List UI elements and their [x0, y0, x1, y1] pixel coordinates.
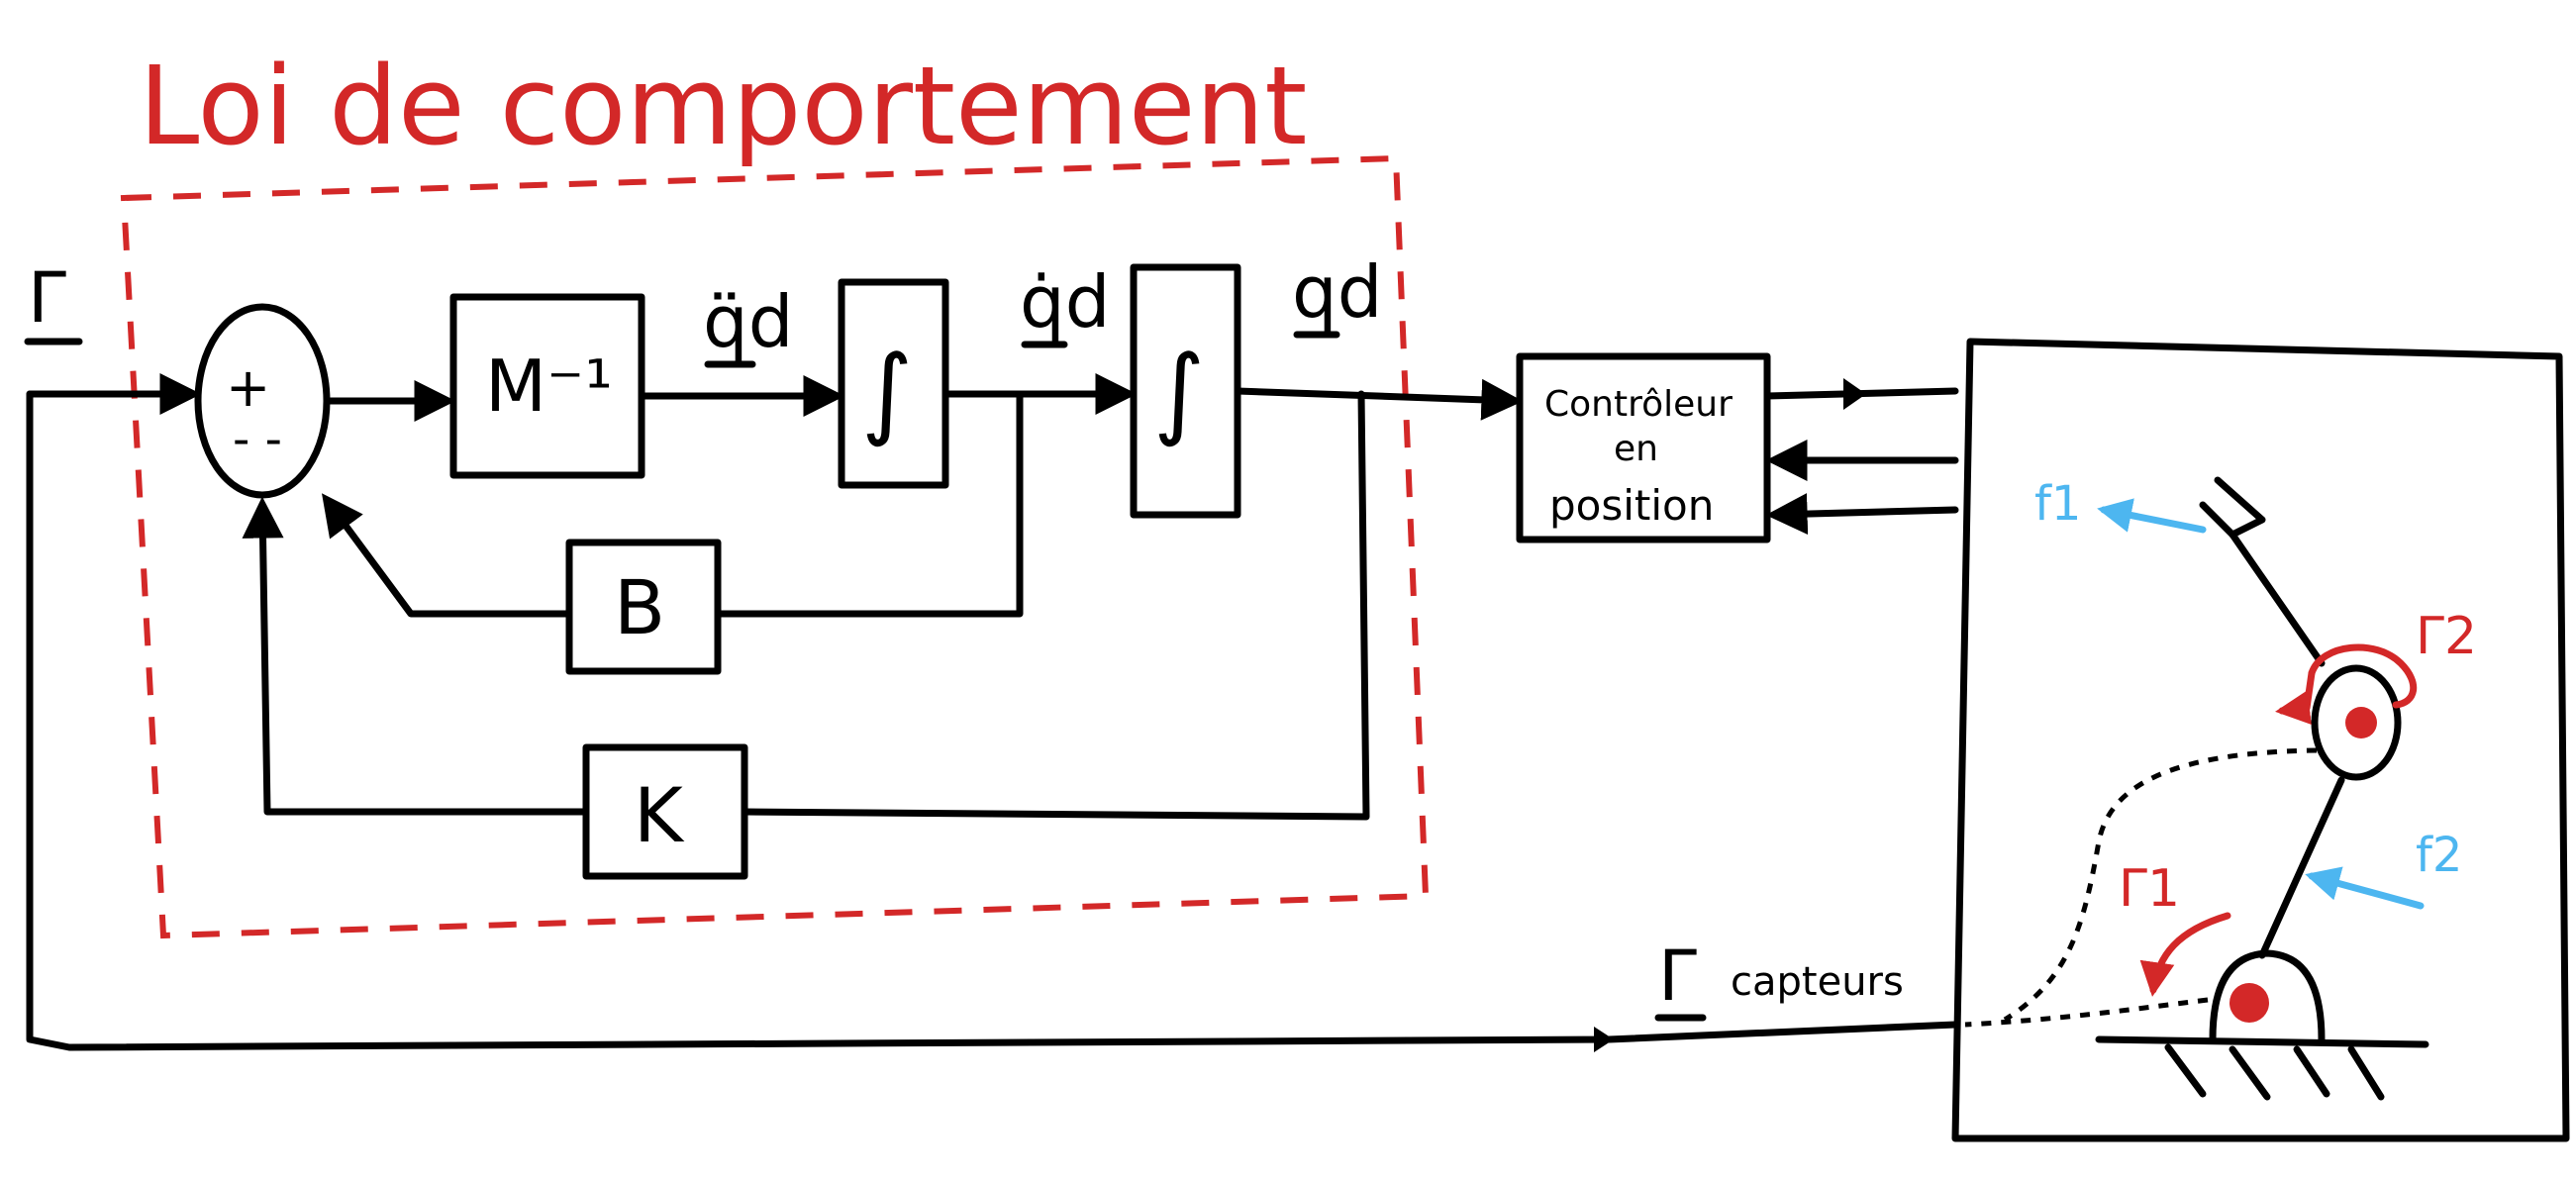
sensor-wire-joint-1	[1964, 997, 2209, 1028]
behaviour-law-frame	[120, 154, 1430, 939]
svg-text:q̈d: q̈d	[703, 280, 793, 363]
torque-2-curve	[2308, 643, 2418, 709]
robot-joint-2	[2311, 664, 2402, 781]
k-label: K	[634, 771, 685, 859]
line-qd-to-controller	[1234, 378, 1524, 421]
robot-end-effector	[2199, 476, 2266, 539]
svg-text:capteurs: capteurs	[1731, 959, 1904, 1005]
force-2-label: f2	[2416, 828, 2462, 883]
svg-text:Γ: Γ	[28, 257, 66, 339]
controller-label-line1: Contrôleur	[1544, 384, 1733, 425]
input-signal-label: Γ	[24, 257, 83, 345]
joint-1-marker	[2229, 983, 2269, 1023]
integrator-1-symbol: ∫	[861, 334, 913, 449]
b-block	[565, 539, 722, 675]
joint-2-marker	[2345, 707, 2377, 739]
minv-label: M⁻¹	[485, 345, 613, 428]
qd-dot-label: q̇d	[1020, 260, 1110, 348]
k-feedback-in	[741, 390, 1370, 821]
k-feedback-out	[242, 496, 590, 816]
force-1-arrow	[2097, 498, 2207, 534]
qd-label: qd	[1292, 250, 1382, 339]
integrator-1-block	[838, 278, 949, 489]
sensor-signal-label: Γ capteurs	[1654, 936, 1904, 1022]
integrator-2-symbol: ∫	[1153, 334, 1205, 449]
robot-link-1	[2258, 776, 2345, 959]
force-2-arrow	[2305, 866, 2425, 910]
sum-plus-sign: +	[226, 356, 270, 419]
ground-hatching	[2164, 1043, 2385, 1101]
torque-2-label: Γ2	[2416, 607, 2477, 666]
b-feedback-out	[322, 493, 573, 618]
diagram-title: Loi de comportement	[139, 43, 1307, 169]
controller-to-robot-arrow	[1843, 378, 1866, 410]
robot-to-controller-line-2	[1765, 493, 1959, 536]
torque-1-label: Γ1	[2119, 859, 2180, 919]
sum-minus-signs: - -	[233, 412, 282, 467]
force-1-label: f1	[2034, 476, 2081, 532]
b-feedback-in	[714, 392, 1024, 618]
robot-ground	[2095, 1035, 2429, 1048]
svg-text:q̇d: q̇d	[1020, 260, 1110, 344]
sensor-feedback-arrow	[1594, 1027, 1614, 1052]
minv-block	[449, 293, 645, 479]
torque-2-arrow	[2275, 669, 2316, 726]
qdd-label: q̈d	[703, 280, 793, 368]
sensor-feedback-line	[26, 390, 1959, 1051]
svg-text:qd: qd	[1292, 250, 1382, 334]
robot-link-2	[2229, 531, 2326, 667]
robot-frame	[1951, 338, 2570, 1142]
controller-label-line3: position	[1549, 481, 1714, 530]
b-label: B	[614, 563, 665, 651]
svg-text:Γ: Γ	[1658, 936, 1697, 1017]
torque-1-arrow	[2139, 912, 2231, 997]
robot-base-joint	[2209, 949, 2326, 1043]
controller-label-line2: en	[1614, 429, 1658, 469]
